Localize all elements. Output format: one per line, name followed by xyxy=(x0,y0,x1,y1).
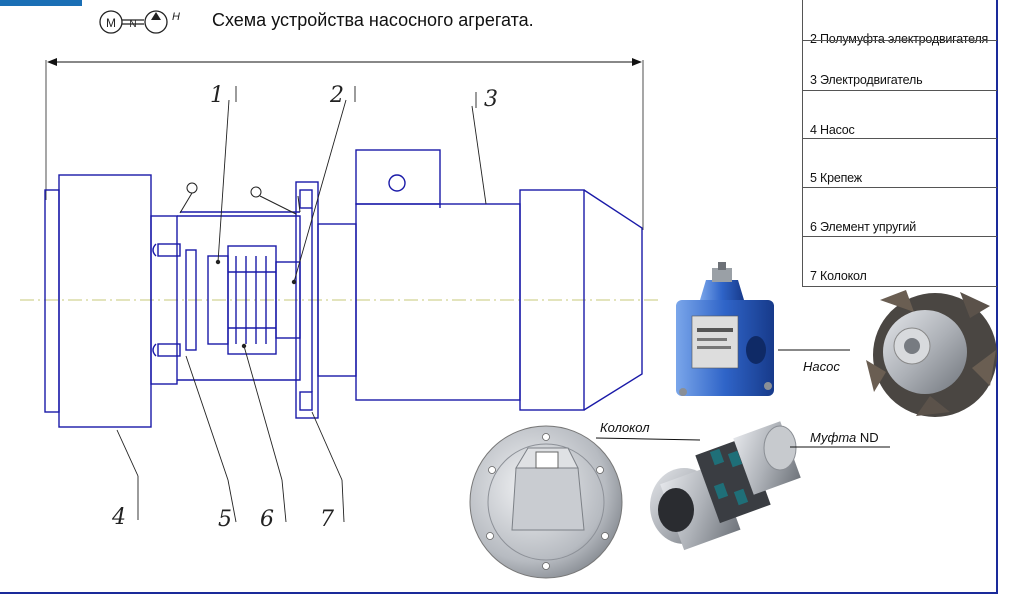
legend-row-label: 4 Насос xyxy=(810,123,855,137)
legend-row-label: 5 Крепеж xyxy=(810,171,862,185)
legend-row: 2 Полумуфта электродвигателя xyxy=(803,0,997,50)
symbol-motor-letter: M xyxy=(106,16,116,30)
symbol-pump-letter: H xyxy=(172,11,180,23)
legend-row: 3 Электродвигатель xyxy=(803,40,997,91)
legend-row: 5 Крепеж xyxy=(803,138,997,189)
legend-row: 6 Элемент упругий xyxy=(803,187,997,238)
callout-5: 5 xyxy=(218,507,232,532)
coupling-photo-label-suffix: ND xyxy=(859,430,879,445)
coupling-photo-label: Муфта ND xyxy=(810,430,879,445)
bell-housing-photo xyxy=(469,425,623,579)
jaw-coupling-photo xyxy=(650,421,801,551)
legend-row-label: 2 Полумуфта электродвигателя xyxy=(810,32,989,46)
callout-7: 7 xyxy=(320,507,334,532)
drawing-frame xyxy=(0,0,998,594)
bell-photo-label: Колокол xyxy=(600,420,650,435)
legend-row-label: 7 Колокол xyxy=(810,269,867,283)
coupling-half-photo xyxy=(866,290,997,417)
page-title: Схема устройства насосного агрегата. xyxy=(212,10,534,30)
corner-tab xyxy=(0,0,82,6)
callout-1: 1 xyxy=(210,83,224,108)
parts-legend: 2 Полумуфта электродвигателя 3 Электродв… xyxy=(802,0,997,287)
coupling-photo-label-text: Муфта xyxy=(810,430,857,445)
symbol-shaft-letter: N xyxy=(129,19,136,30)
legend-row-label: 6 Элемент упругий xyxy=(810,220,917,234)
callout-4: 4 xyxy=(111,505,126,530)
callout-3: 3 xyxy=(484,87,498,112)
pump-photo-label: Насос xyxy=(803,359,840,374)
motor-pump-symbol: M N H xyxy=(99,10,180,34)
legend-row: 4 Насос xyxy=(803,90,997,141)
callout-2: 2 xyxy=(329,83,344,108)
callout-6: 6 xyxy=(260,507,274,532)
pump-photo xyxy=(676,262,774,396)
legend-row: 7 Колокол xyxy=(803,236,997,287)
legend-row-label: 3 Электродвигатель xyxy=(810,73,923,87)
